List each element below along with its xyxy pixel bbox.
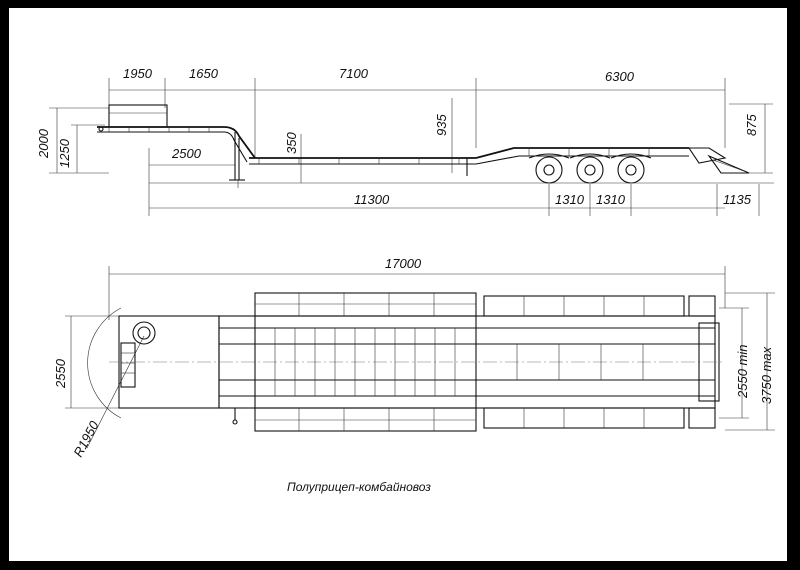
dim-875: 875 <box>744 114 759 136</box>
dim-11300: 11300 <box>354 192 390 207</box>
deck-slats <box>274 328 644 396</box>
dim-7100: 7100 <box>339 66 369 81</box>
side-view: 1950 1650 7100 6300 2000 1250 2500 350 9… <box>36 66 774 216</box>
dim-1650: 1650 <box>189 66 219 81</box>
swing-radius-arc <box>87 307 122 419</box>
dim-350: 350 <box>284 132 299 154</box>
dim-2500: 2500 <box>171 146 202 161</box>
technical-drawing: 1950 1650 7100 6300 2000 1250 2500 350 9… <box>36 66 775 494</box>
ladder <box>120 342 136 388</box>
dim-R1950: R1950 <box>70 418 102 460</box>
top-view: 17000 2550 R1950 2550 min 3750 max <box>53 256 775 459</box>
kingpin <box>132 321 156 345</box>
rear-axle-wheels <box>528 153 652 184</box>
dim-1950: 1950 <box>123 66 153 81</box>
rear-frame-top <box>475 147 689 159</box>
outriggers-top <box>254 292 716 317</box>
gooseneck-neck <box>223 126 256 159</box>
dim-2550-min: 2550 min <box>735 345 750 399</box>
dim-1135: 1135 <box>723 192 752 207</box>
dim-6300: 6300 <box>605 69 635 84</box>
dim-3750-max: 3750 max <box>759 346 774 404</box>
dim-1310-b: 1310 <box>596 192 626 207</box>
rear-ramp <box>687 147 727 164</box>
rear-end-top <box>698 322 720 402</box>
drawing-caption: Полуприцеп-комбайновоз <box>287 480 431 494</box>
dim-2000: 2000 <box>36 128 51 159</box>
gooseneck-railing <box>108 104 168 128</box>
dim-17000: 17000 <box>385 256 422 271</box>
dim-1250: 1250 <box>57 138 72 168</box>
outriggers-bottom <box>254 407 716 432</box>
drawing-sheet: 1950 1650 7100 6300 2000 1250 2500 350 9… <box>9 8 787 561</box>
dim-2550: 2550 <box>53 358 68 389</box>
dim-935: 935 <box>434 114 449 136</box>
dim-1310-a: 1310 <box>555 192 585 207</box>
